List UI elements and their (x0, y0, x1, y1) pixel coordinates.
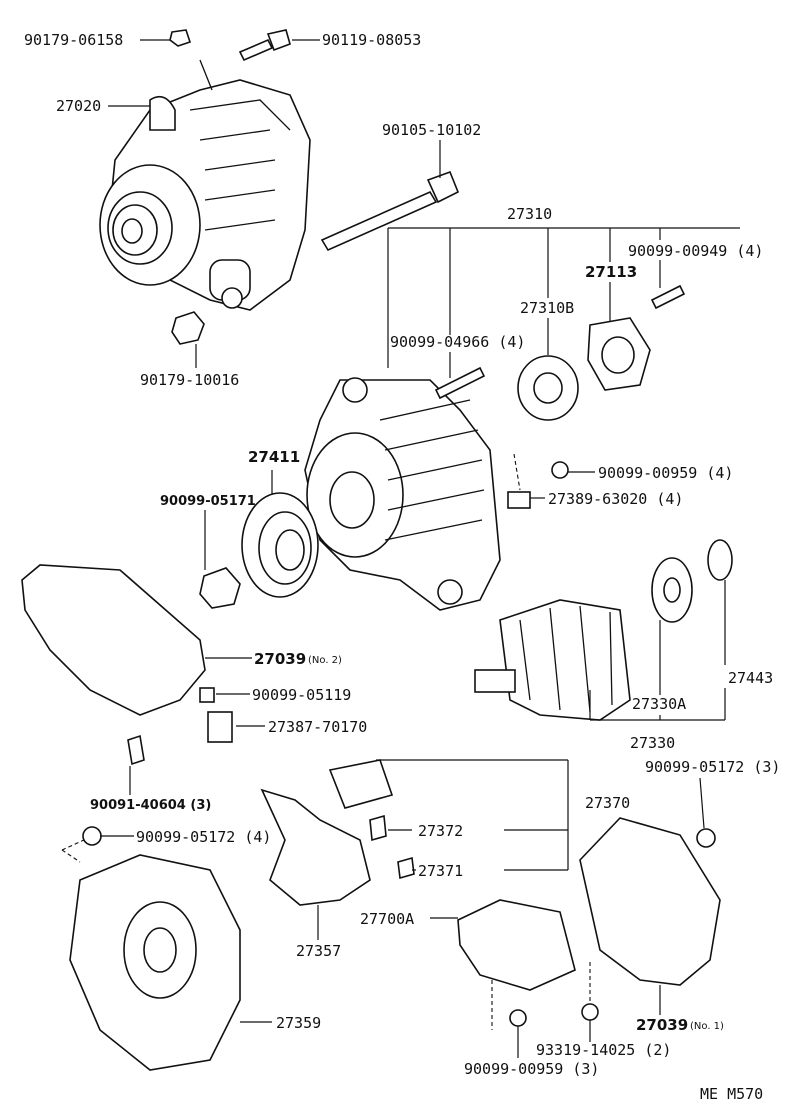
screw-90099-00949-drawing (650, 284, 686, 310)
leader-lines (61, 39, 740, 1058)
label-27330A: 27330A (632, 695, 686, 713)
label-90099-05172-3: 90099-05172 (3) (645, 758, 780, 776)
bolt-90119-08053-drawing (238, 29, 291, 62)
label-27389-63020: 27389-63020 (4) (548, 490, 683, 508)
label-27443: 27443 (728, 669, 773, 687)
diagram-code: ME M570 (700, 1085, 763, 1103)
insulator-27389-63020-drawing (507, 491, 531, 509)
label-27370: 27370 (585, 794, 630, 812)
nut-90099-05172-3-drawing (696, 828, 716, 848)
label-93319-14025: 93319-14025 (2) (536, 1041, 671, 1059)
rotor-27330-drawing (474, 539, 733, 721)
label-no2: (No. 2) (308, 655, 342, 666)
label-90099-05172-4: 90099-05172 (4) (136, 828, 271, 846)
label-27357: 27357 (296, 942, 341, 960)
rectifier-27357-drawing (260, 788, 371, 906)
drive-end-frame-drawing (304, 377, 501, 611)
label-90119-08053: 90119-08053 (322, 31, 421, 49)
rear-frame-27359-drawing (69, 854, 241, 1071)
label-27020: 27020 (56, 97, 101, 115)
label-90099-05171: 90099-05171 (160, 494, 256, 509)
screw-90099-04966-drawing (434, 366, 486, 400)
label-27372: 27372 (418, 822, 463, 840)
label-90105-10102: 90105-10102 (382, 121, 481, 139)
label-27371: 27371 (418, 862, 463, 880)
label-27310: 27310 (507, 205, 552, 223)
label-27700A: 27700A (360, 910, 414, 928)
nut-90099-05171-drawing (199, 567, 241, 609)
label-27039-no1: 27039 (636, 1016, 688, 1034)
screw-90099-00959-4-drawing (551, 461, 569, 479)
label-90091-40604: 90091-40604 (3) (90, 798, 211, 813)
label-90099-05119: 90099-05119 (252, 686, 351, 704)
washer-93319-14025-drawing (581, 1003, 599, 1021)
label-no1: (No. 1) (690, 1021, 724, 1032)
alternator-assembly-drawing (99, 59, 311, 311)
retainer-plate-27113-drawing (587, 317, 651, 391)
bearing-27310B-drawing (517, 355, 579, 421)
label-27039-no2: 27039 (254, 650, 306, 668)
terminal-27387-70170-drawing (207, 711, 233, 743)
label-27411: 27411 (248, 448, 300, 466)
label-90099-04966: 90099-04966 (4) (390, 333, 525, 351)
label-27113: 27113 (585, 263, 637, 281)
cover-27039-no2-drawing (21, 564, 206, 716)
label-90099-00949: 90099-00949 (4) (628, 242, 763, 260)
nut-90179-10016-drawing (171, 311, 205, 345)
label-27330: 27330 (630, 734, 675, 752)
brush-holder-27370-drawing (328, 759, 415, 880)
cover-27039-no1-drawing (579, 817, 721, 986)
label-90179-10016: 90179-10016 (140, 371, 239, 389)
screw-90091-40604-drawing (127, 734, 145, 766)
screw-90099-00959-3-drawing (509, 1009, 527, 1027)
label-27387-70170: 27387-70170 (268, 718, 367, 736)
nut-90099-05119-drawing (199, 687, 215, 703)
regulator-27700A-drawing (457, 899, 576, 991)
nut-90179-06158-drawing (169, 29, 192, 47)
label-27359: 27359 (276, 1014, 321, 1032)
nut-90099-05172-4-drawing (82, 826, 102, 846)
label-27310B: 27310B (520, 299, 574, 317)
pulley-27411-drawing (241, 492, 319, 598)
label-90099-00959-4: 90099-00959 (4) (598, 464, 733, 482)
through-bolt-drawing (320, 170, 460, 252)
label-90099-00959-3: 90099-00959 (3) (464, 1060, 599, 1078)
label-90179-06158: 90179-06158 (24, 31, 123, 49)
